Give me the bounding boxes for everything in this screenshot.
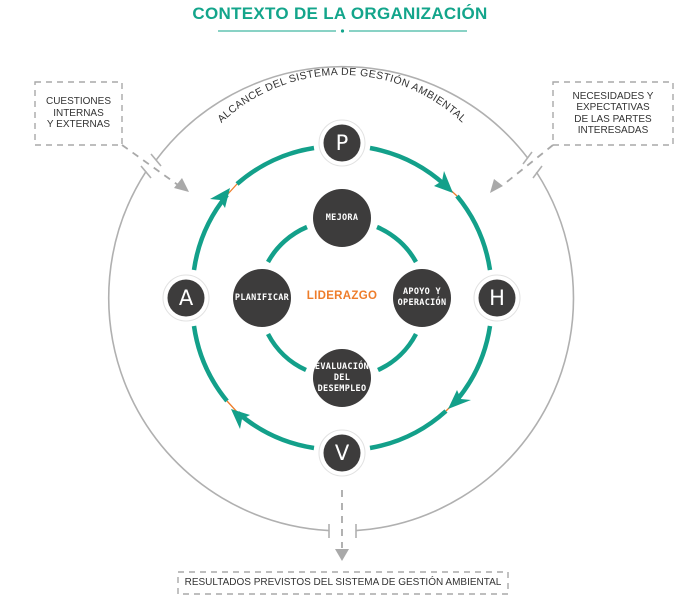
input-box-stakeholders: NECESIDADES Y EXPECTATIVAS DE LAS PARTES… [553, 82, 673, 145]
output-label: RESULTADOS PREVISTOS DEL SISTEMA DE GEST… [184, 577, 502, 589]
node-evaluacion-label: DEL [333, 372, 351, 383]
pdca-node-v: V [334, 441, 350, 465]
input-left-line: CUESTIONES [45, 96, 111, 108]
node-planificar-label: PLANIFICAR [234, 292, 290, 303]
input-right-line: NECESIDADES Y [572, 90, 654, 102]
output-box-border [177, 571, 509, 595]
node-evaluacion-label: EVALUACIÓN [314, 361, 370, 372]
input-box-internal-external: CUESTIONES INTERNAS Y EXTERNAS [35, 82, 122, 145]
input-left-line: Y EXTERNAS [46, 119, 111, 131]
node-evaluacion: EVALUACIÓN DEL DESEMPLEO [313, 349, 371, 407]
node-apoyo-label: APOYO Y [403, 287, 441, 297]
pdca-arrow-bottom-right-icon [448, 390, 471, 409]
input-left-line: INTERNAS [53, 107, 104, 119]
pdca-arrow-top-right-icon [434, 171, 453, 193]
inner-ring [266, 224, 418, 373]
scope-label: ALCANCE DEL SISTEMA DE GESTIÓN AMBIENTAL [215, 66, 468, 125]
node-mejora: MEJORA [313, 189, 371, 247]
pdca-arrow-bottom-left-icon [231, 409, 250, 429]
input-right-line: INTERESADAS [577, 125, 649, 136]
scope-circle-gap-ticks [140, 151, 543, 538]
title-underline-dot [340, 29, 345, 33]
node-evaluacion-label: DESEMPLEO [317, 383, 367, 394]
center-label-liderazgo: LIDERAZGO [306, 290, 378, 302]
connector-arrow-down-icon [335, 549, 349, 561]
input-right-line: DE LAS PARTES [574, 113, 652, 125]
node-apoyo-operacion: APOYO Y OPERACIÓN [393, 269, 451, 327]
inner-nodes [233, 189, 451, 407]
pdca-arrow-top-left-icon [210, 188, 230, 208]
node-apoyo-label: OPERACIÓN [397, 298, 447, 308]
scope-circle [107, 65, 575, 532]
pdca-node-h: H [489, 286, 505, 310]
input-box-left-border [34, 81, 123, 146]
input-box-right-border [552, 81, 674, 146]
connectors [121, 144, 554, 548]
node-mejora-label: MEJORA [325, 212, 359, 223]
output-box: RESULTADOS PREVISTOS DEL SISTEMA DE GEST… [178, 572, 508, 594]
connector-arrow-right-icon [490, 179, 503, 193]
pdca-nodes [162, 119, 521, 477]
pdca-node-a: A [178, 286, 194, 310]
connector-arrow-left-icon [174, 178, 189, 192]
page-title: CONTEXTO DE LA ORGANIZACIÓN [192, 4, 488, 23]
input-right-line: EXPECTATIVAS [576, 102, 650, 113]
node-planificar: PLANIFICAR [233, 269, 291, 327]
pdca-node-p: P [335, 131, 349, 155]
